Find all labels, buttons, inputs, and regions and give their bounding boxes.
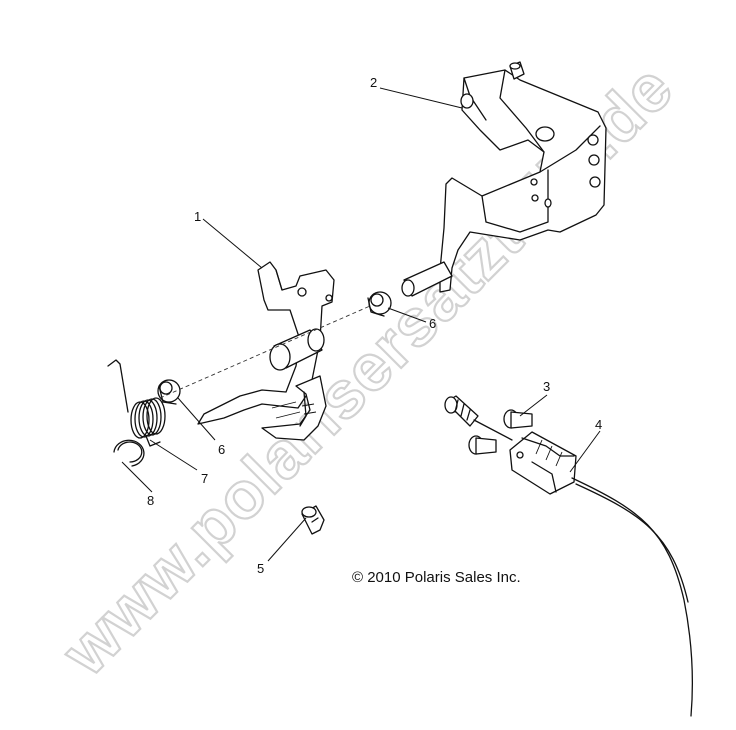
mounting-bracket-part-2 <box>401 61 607 297</box>
assembly-axis-line <box>159 305 371 399</box>
pedal-lever-part-1 <box>197 261 335 441</box>
callout-4: 4 <box>595 417 602 432</box>
copyright-notice: © 2010 Polaris Sales Inc. <box>352 569 521 586</box>
callout-3: 3 <box>543 379 550 394</box>
callout-8: 8 <box>147 493 154 508</box>
callout-5: 5 <box>257 561 264 576</box>
pins-part-3 <box>468 409 533 455</box>
clevis-pin-part-5 <box>301 505 325 535</box>
callout-2: 2 <box>370 75 377 90</box>
callout-numbers: 1 2 3 4 5 6 6 7 8 <box>147 75 602 576</box>
callout-6-lower: 6 <box>218 442 225 457</box>
callout-7: 7 <box>201 471 208 486</box>
brake-cable-part-4 <box>444 395 693 717</box>
torsion-spring-part-7 <box>107 359 166 447</box>
leader-lines <box>121 87 601 562</box>
e-clip-part-8 <box>113 439 145 467</box>
bushing-part-6-upper <box>367 291 392 317</box>
callout-6-upper: 6 <box>429 316 436 331</box>
callout-1: 1 <box>194 209 201 224</box>
